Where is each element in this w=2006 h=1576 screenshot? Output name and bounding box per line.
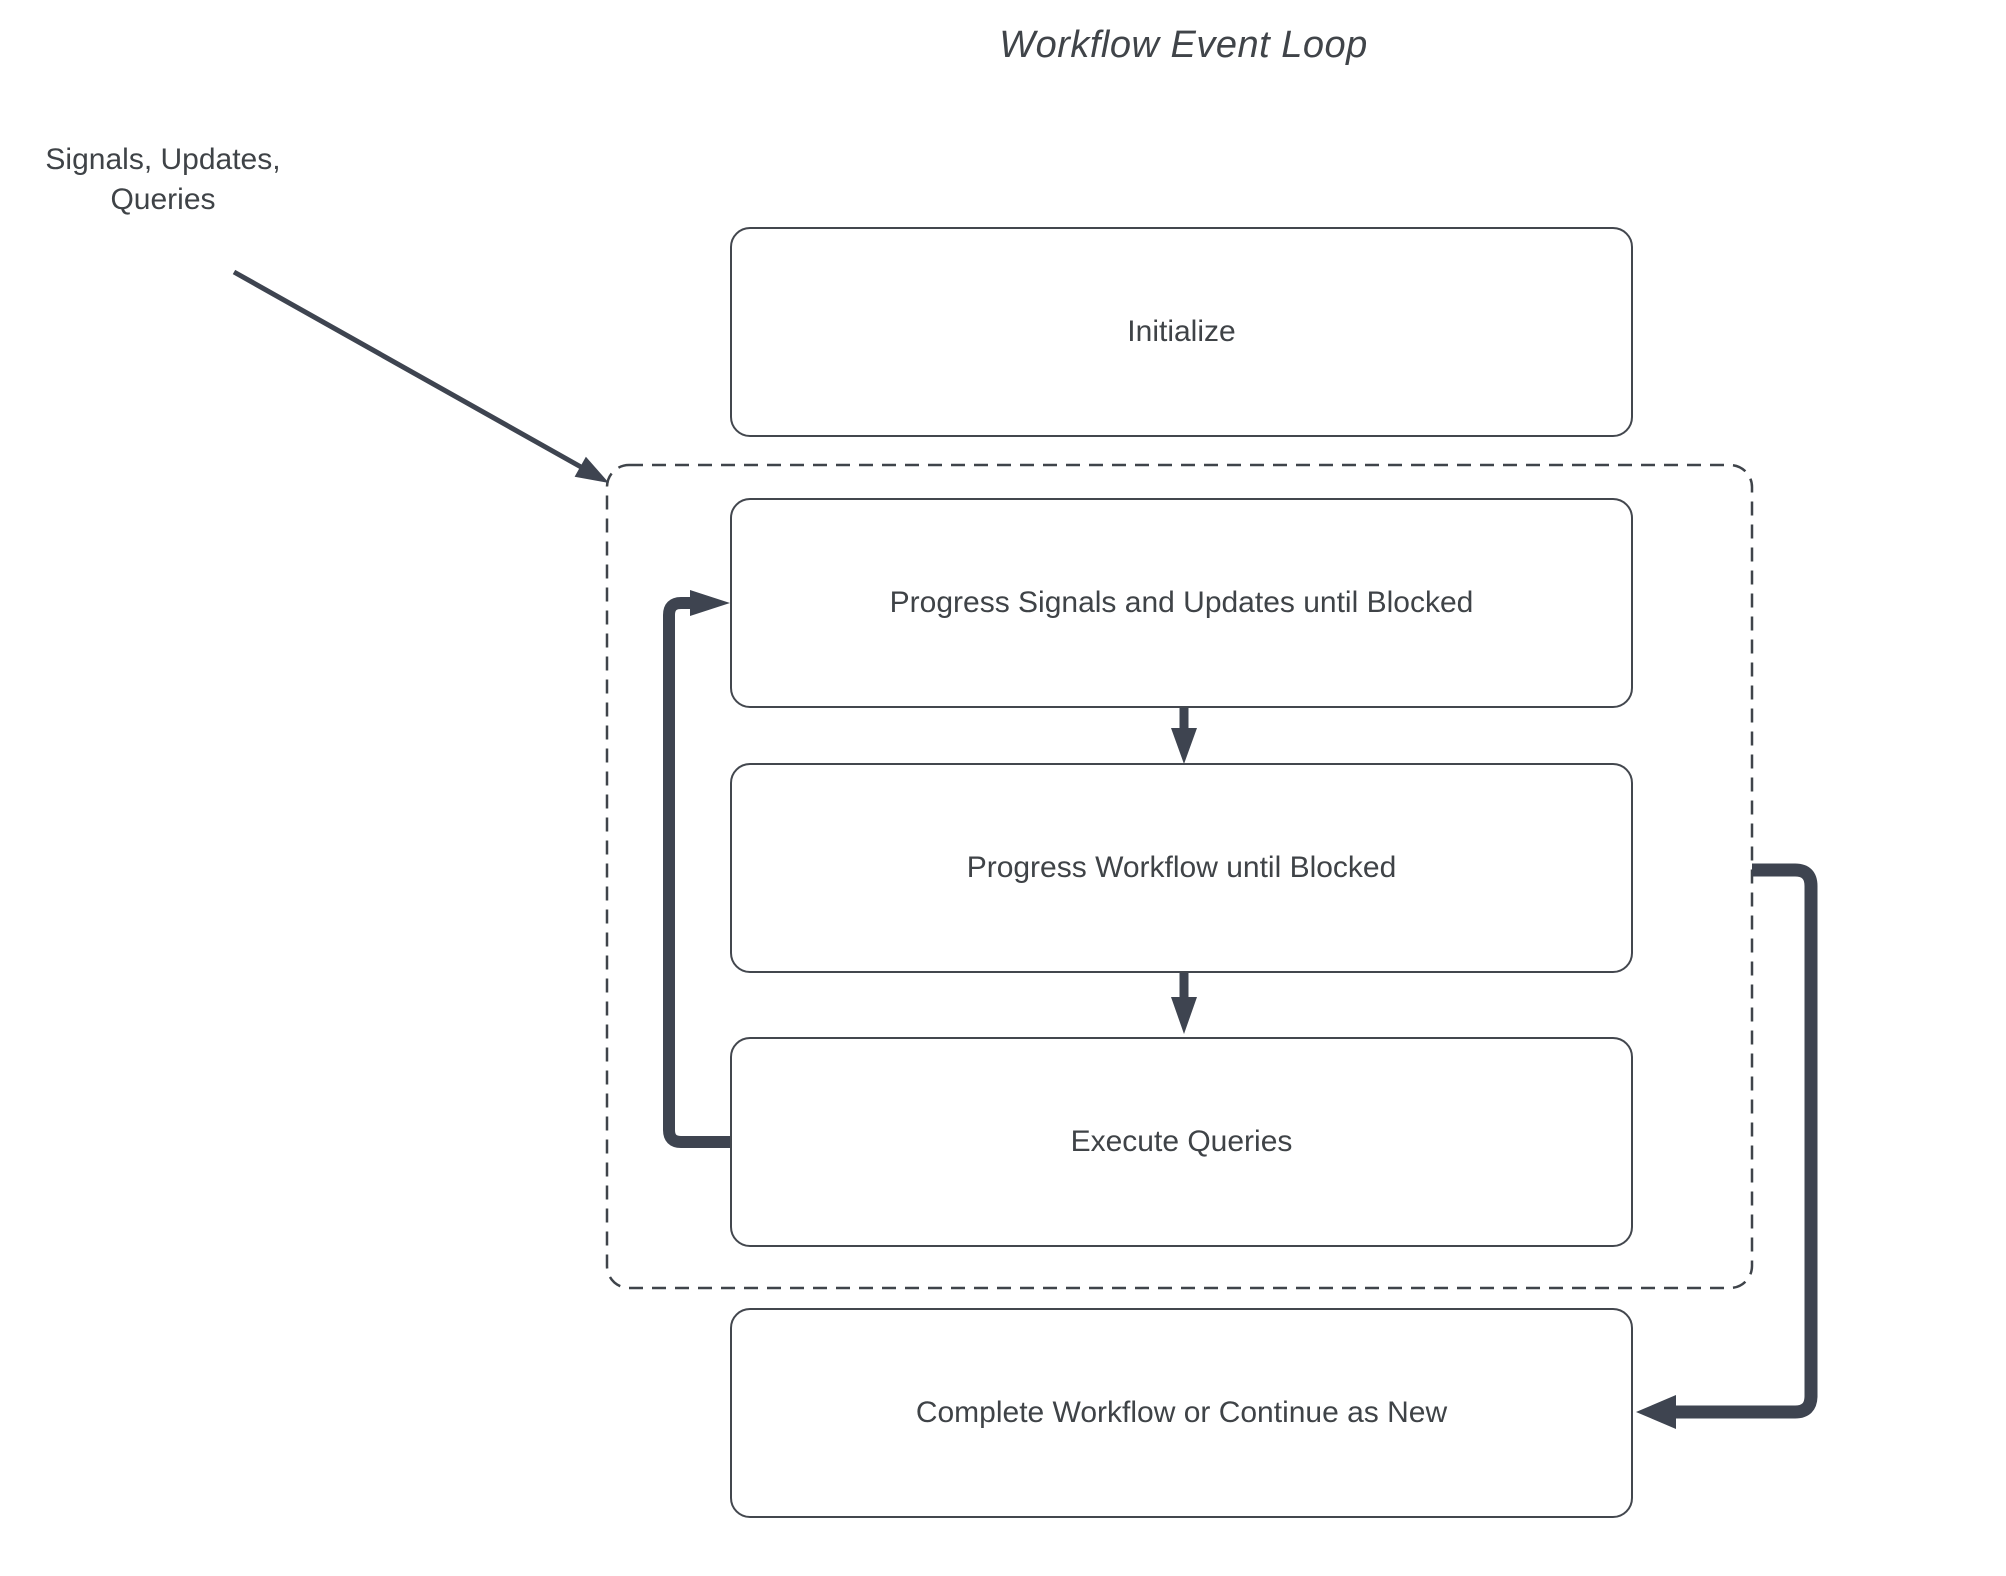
arrow-progress-workflow-to-execute-queries <box>1171 973 1197 1034</box>
node-complete-label: Complete Workflow or Continue as New <box>915 1396 1448 1429</box>
node-progress-signals: Progress Signals and Updates until Block… <box>730 498 1633 708</box>
diagram-title: Workflow Event Loop <box>999 24 1368 66</box>
node-progress-signals-label: Progress Signals and Updates until Block… <box>889 586 1474 619</box>
node-execute-queries-label: Execute Queries <box>1070 1125 1293 1158</box>
node-initialize: Initialize <box>730 227 1633 437</box>
node-progress-workflow-label: Progress Workflow until Blocked <box>966 851 1397 884</box>
node-complete: Complete Workflow or Continue as New <box>730 1308 1633 1518</box>
elbow-group-to-complete <box>1636 863 1818 1429</box>
loopback-execute-queries-to-progress-signals <box>663 590 732 1148</box>
node-initialize-label: Initialize <box>1127 315 1236 348</box>
signals-input-arrow <box>232 269 609 483</box>
arrow-progress-signals-to-progress-workflow <box>1171 708 1197 764</box>
node-progress-workflow: Progress Workflow until Blocked <box>730 763 1633 973</box>
signals-updates-queries-label: Signals, Updates, Queries <box>45 143 281 216</box>
node-execute-queries: Execute Queries <box>730 1037 1633 1247</box>
